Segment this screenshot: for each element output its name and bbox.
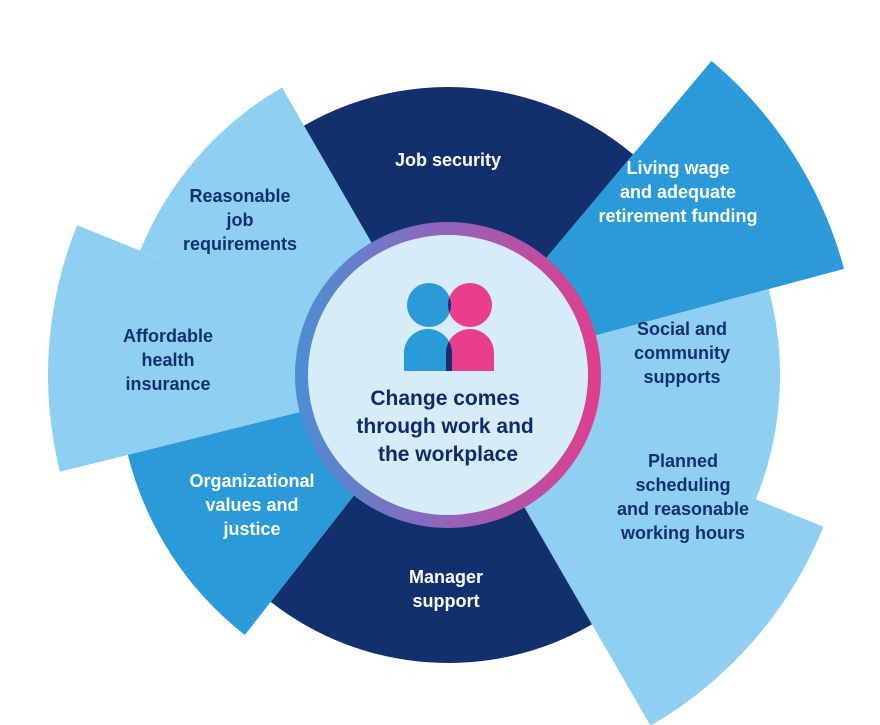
segment-label-line: justice [222, 519, 280, 539]
segment-label-line: health [141, 350, 194, 370]
segment-label-line: Social and [637, 319, 727, 339]
segment-label-line: scheduling [635, 475, 730, 495]
segment-label-organizational-values: Organizational values and justice [189, 471, 314, 539]
center-line-2: through work and [356, 415, 533, 438]
center-line-1: Change comes [370, 387, 519, 410]
segment-label-planned-scheduling: Planned scheduling and reasonable working h… [617, 451, 749, 543]
segment-label-line: Job security [395, 150, 501, 170]
segment-label-line: supports [643, 367, 720, 387]
segment-label-line: community [634, 343, 730, 363]
segment-label-line: Living wage [626, 158, 729, 178]
segment-label-line: support [413, 591, 480, 611]
segment-label-job-security: Job security [395, 150, 501, 170]
segment-label-line: requirements [183, 234, 297, 254]
segment-label-social-community: Social and community supports [634, 319, 730, 387]
segment-label-line: Reasonable [189, 186, 290, 206]
segment-label-line: retirement funding [598, 206, 757, 226]
diagram-segments: Job security Living wage and adequate retir… [48, 60, 844, 725]
center-line-3: the workplace [378, 443, 518, 466]
segment-label-line: Affordable [123, 326, 213, 346]
segment-label-reasonable-job: Reasonable job requirements [183, 186, 297, 254]
segment-label-line: and reasonable [617, 499, 749, 519]
segment-social-community [448, 289, 780, 500]
segment-label-line: job [226, 210, 254, 230]
segment-affordable-health [48, 225, 449, 472]
segment-label-line: Planned [648, 451, 718, 471]
segment-label-affordable-health: Affordable health insurance [123, 326, 213, 394]
center-disc [308, 235, 588, 515]
segment-label-line: Manager [409, 567, 483, 587]
segment-label-line: insurance [125, 374, 210, 394]
segment-label-line: values and [205, 495, 298, 515]
segment-label-living-wage: Living wage and adequate retirement fundin… [598, 158, 757, 226]
segment-label-line: working hours [620, 523, 745, 543]
segment-label-manager-support: Manager support [409, 567, 483, 611]
two-people-icon [404, 283, 494, 371]
segment-label-line: Organizational [189, 471, 314, 491]
center-hub: Change comes through work and the workpl… [295, 222, 601, 528]
center-label: Change comes through work and the workpl… [356, 387, 539, 466]
segment-label-line: and adequate [620, 182, 736, 202]
